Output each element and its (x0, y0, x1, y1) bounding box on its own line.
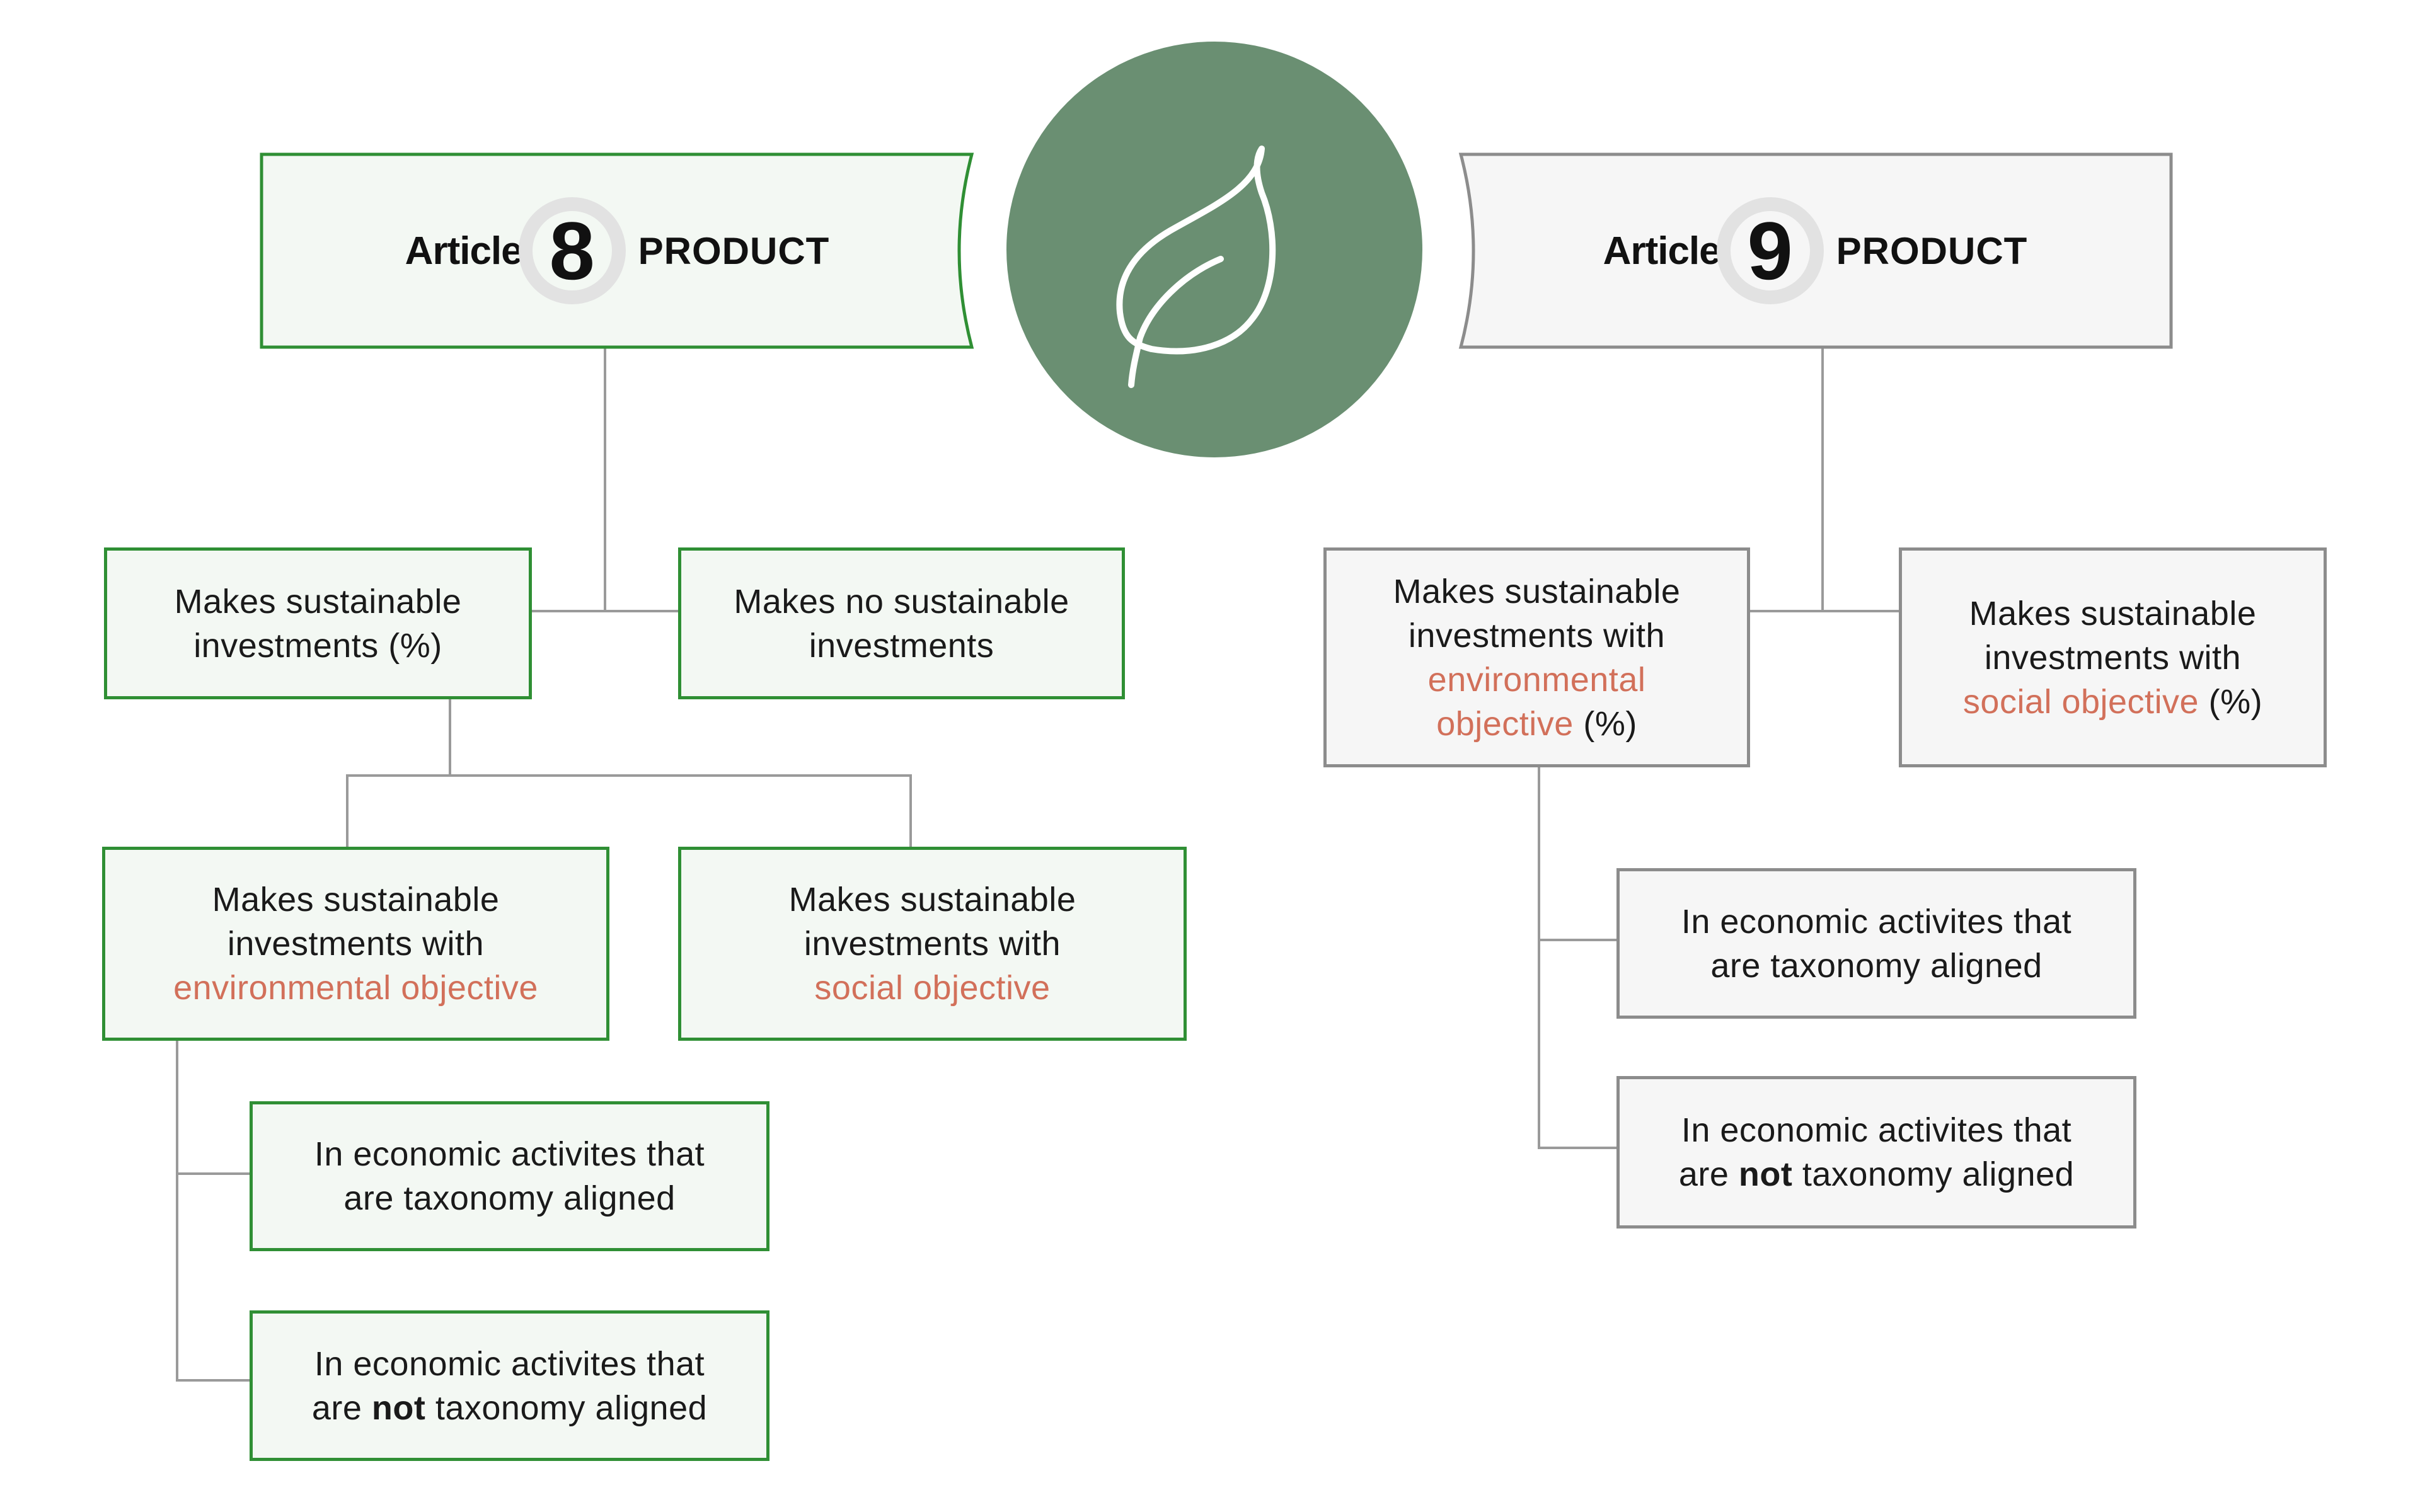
box-line-mixed: social objective (%) (1963, 680, 2262, 724)
box-line-mixed: are not taxonomy aligned (1679, 1152, 2074, 1196)
a8-makes-sustainable-investments: Makes sustainable investments (%) (104, 547, 532, 699)
box-line-mixed: are not taxonomy aligned (312, 1386, 707, 1430)
highlight-text: environmental (1427, 660, 1646, 699)
box-line: Makes sustainable (788, 881, 1076, 919)
box-line: investments (%) (193, 626, 442, 665)
box-line: investments with (1408, 616, 1666, 655)
article9-product-label: PRODUCT (1836, 229, 2028, 272)
article9-word: Article (1603, 229, 1721, 273)
box-line: In economic activites that (314, 1135, 705, 1173)
percent-suffix: (%) (2199, 682, 2263, 721)
a9-not-taxonomy-aligned: In economic activites that are not taxon… (1616, 1076, 2136, 1228)
highlight-text: environmental objective (173, 969, 538, 1007)
connector-a8-level1-horizontal (532, 610, 678, 612)
connector-a9-aligned-branch (1538, 939, 1616, 941)
article9-number: 9 (1747, 205, 1793, 297)
box-line: Makes sustainable (1393, 572, 1681, 610)
a8-taxonomy-aligned: In economic activites that are taxonomy … (250, 1101, 769, 1251)
percent-suffix: (%) (1573, 704, 1637, 743)
article8-header: Article 8 PRODUCT (260, 152, 975, 349)
connector-a9-level1-horizontal (1750, 610, 1899, 612)
a8-not-taxonomy-aligned: In economic activites that are not taxon… (250, 1310, 769, 1461)
connector-a8-sustainable-down (449, 699, 451, 777)
connector-a8-social-drop (909, 774, 912, 847)
text-pre: are (1678, 1155, 1739, 1193)
a9-environmental-objective: Makes sustainable investments with envir… (1323, 547, 1750, 767)
connector-a8-not-aligned-branch (176, 1379, 250, 1382)
connector-a8-aligned-branch (176, 1172, 250, 1175)
article8-product-label: PRODUCT (638, 229, 830, 272)
connector-a8-header-down (604, 347, 606, 612)
connector-a8-level2-horizontal (346, 774, 912, 777)
box-line: Makes no sustainable (734, 582, 1069, 621)
highlight-text: social objective (1962, 682, 2199, 721)
a8-makes-no-sustainable-investments: Makes no sustainable investments (678, 547, 1125, 699)
article8-number: 8 (549, 205, 595, 297)
article9-header: Article 9 PRODUCT (1458, 152, 2173, 349)
box-line: investments with (1984, 638, 2242, 677)
text-pre: are (311, 1389, 372, 1427)
box-line: investments with (227, 925, 485, 963)
a8-social-objective: Makes sustainable investments with socia… (678, 847, 1187, 1041)
box-line: In economic activites that (1681, 902, 2072, 941)
leaf-icon (1116, 146, 1276, 388)
connector-a8-env-down (176, 1041, 178, 1382)
article8-number-badge: 8 (518, 197, 626, 304)
center-leaf-badge (1006, 42, 1422, 457)
box-line: Makes sustainable (174, 582, 462, 621)
box-line: Makes sustainable (212, 881, 500, 919)
connector-a9-env-down (1538, 767, 1540, 1149)
text-post: taxonomy aligned (425, 1389, 708, 1427)
article8-word: Article (405, 229, 523, 273)
box-line: are taxonomy aligned (1710, 946, 2043, 985)
highlight-text: social objective (814, 969, 1051, 1007)
a9-taxonomy-aligned: In economic activites that are taxonomy … (1616, 868, 2136, 1019)
text-post: taxonomy aligned (1792, 1155, 2075, 1193)
box-line: are taxonomy aligned (343, 1179, 676, 1217)
bold-not: not (1738, 1155, 1793, 1193)
bold-not: not (371, 1389, 426, 1427)
box-line-mixed: objective (%) (1393, 702, 1681, 746)
article9-number-badge: 9 (1716, 197, 1824, 304)
box-line: investments (809, 626, 994, 665)
box-line: Makes sustainable (1969, 594, 2257, 633)
highlight-text: objective (1436, 704, 1574, 743)
box-line: In economic activites that (314, 1344, 705, 1383)
connector-a9-not-aligned-branch (1538, 1147, 1616, 1149)
box-line: In economic activites that (1681, 1111, 2072, 1149)
box-line: investments with (804, 925, 1061, 963)
connector-a8-env-drop (346, 774, 349, 847)
connector-a9-header-down (1821, 347, 1824, 612)
a9-social-objective: Makes sustainable investments with socia… (1899, 547, 2327, 767)
a8-environmental-objective: Makes sustainable investments with envir… (102, 847, 609, 1041)
